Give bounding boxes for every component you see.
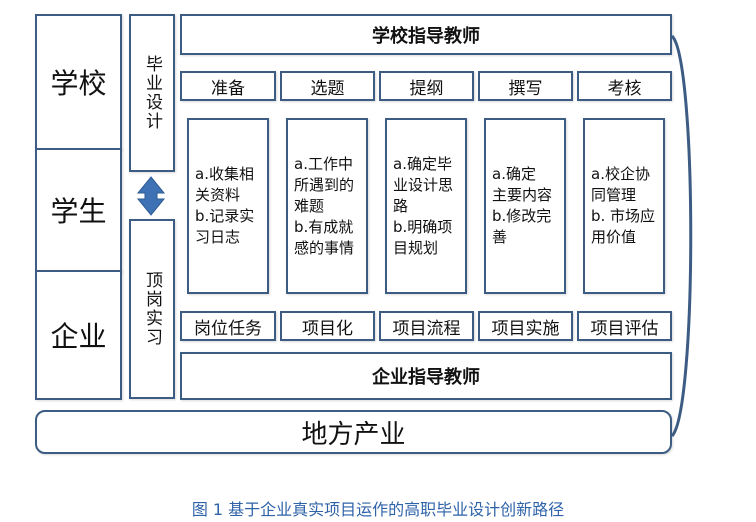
school-cell: 学校 (35, 14, 122, 150)
internship-label: 顶岗实习 (142, 271, 162, 347)
school-teacher-label: 学校指导教师 (372, 25, 480, 47)
step-label: 项目流程 (392, 318, 461, 339)
school-label: 学校 (50, 67, 107, 100)
phase-label: 考核 (607, 78, 642, 99)
detail-item: b.修改完 善 (492, 207, 552, 246)
detail-item: a.收集相 关资料 (195, 165, 254, 204)
detail-box-assessment: a.校企协 同管理 b. 市场应 用价值 (583, 118, 665, 294)
detail-item: b.明确项 目规划 (393, 217, 453, 257)
figure-caption: 图 1 基于企业真实项目运作的高职毕业设计创新路径 (191, 500, 565, 519)
internship-box: 顶岗实习 (129, 219, 175, 399)
enterprise-label: 企业 (50, 320, 107, 353)
double-arrow-icon (136, 176, 166, 216)
step-label: 项目化 (302, 318, 353, 339)
step-label: 项目评估 (590, 318, 659, 339)
graduation-design-box: 毕业设计 (129, 14, 175, 172)
step-projectize: 项目化 (280, 311, 375, 341)
step-evaluation: 项目评估 (577, 311, 672, 341)
phase-label: 撰写 (508, 78, 543, 99)
detail-item: a.确定 主要内容 (492, 165, 553, 204)
detail-item: a.工作中 所遇到的 难题 (294, 154, 355, 215)
detail-item: a.校企协 同管理 (591, 165, 650, 204)
detail-item: b. 市场应 用价值 (591, 207, 656, 246)
graduation-design-label: 毕业设计 (142, 55, 162, 131)
phase-prepare: 准备 (180, 71, 276, 101)
phase-label: 选题 (310, 78, 345, 99)
curved-connector (670, 34, 693, 438)
detail-box-topic: a.工作中 所遇到的 难题 b.有成就 感的事情 (286, 118, 368, 294)
phase-topic: 选题 (280, 71, 375, 101)
company-teacher-header: 企业指导教师 (180, 352, 672, 400)
step-label: 项目实施 (491, 318, 560, 339)
step-implementation: 项目实施 (478, 311, 573, 341)
student-label: 学生 (50, 195, 107, 228)
detail-item: a.确定毕 业设计思 路 (393, 154, 454, 215)
enterprise-cell: 企业 (35, 270, 122, 400)
school-teacher-header: 学校指导教师 (180, 14, 672, 55)
step-job-task: 岗位任务 (180, 311, 276, 341)
local-industry-bar: 地方产业 (35, 410, 672, 454)
phase-writing: 撰写 (478, 71, 573, 101)
phase-label: 准备 (211, 78, 245, 99)
step-label: 岗位任务 (194, 318, 262, 339)
detail-box-outline: a.确定毕 业设计思 路 b.明确项 目规划 (385, 118, 467, 294)
phase-label: 提纲 (409, 78, 444, 99)
phase-outline: 提纲 (379, 71, 474, 101)
detail-item: b.有成就 感的事情 (294, 217, 355, 257)
detail-box-writing: a.确定 主要内容 b.修改完 善 (484, 118, 566, 294)
phase-assessment: 考核 (577, 71, 672, 101)
detail-item: b.记录实 习日志 (195, 207, 255, 246)
company-teacher-label: 企业指导教师 (372, 367, 480, 388)
step-process: 项目流程 (379, 311, 474, 341)
local-industry-label: 地方产业 (301, 419, 406, 450)
detail-box-prepare: a.收集相 关资料 b.记录实 习日志 (187, 118, 269, 294)
